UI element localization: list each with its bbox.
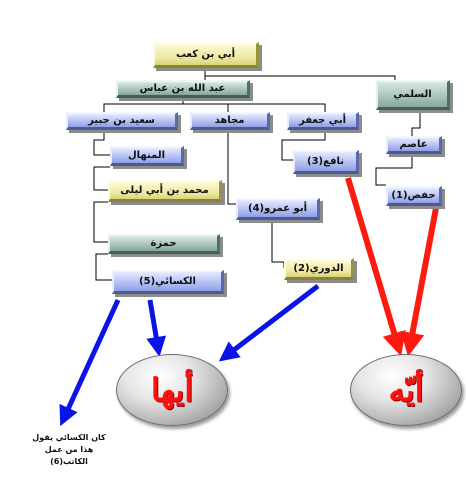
bubble-ayyuh: أيّه	[350, 354, 462, 426]
node-abu-jafar: أبي جعفر	[287, 112, 359, 130]
arrow-kisai-to-note	[59, 298, 121, 427]
node-ibn-abbas: عبد الله بن عباس	[116, 80, 250, 98]
node-ubayy: أبي بن كعب	[153, 42, 259, 68]
blue-arrows	[59, 284, 320, 427]
node-nafi: نافع(3)	[293, 150, 359, 174]
arrow-hafs-to-ayyuh	[400, 207, 439, 357]
node-abu-amr: أبو عمرو(4)	[236, 198, 320, 220]
red-arrows	[345, 177, 439, 357]
bubble-ayyuha: أيها	[116, 354, 228, 426]
node-minhal: المنهال	[110, 146, 184, 166]
node-ibn-abi-layla: محمد بن أبي ليلى	[108, 180, 222, 202]
arrow-duri-to-ayyuha	[218, 284, 320, 362]
node-mujahid: مجاهد	[190, 112, 270, 130]
kisai-note: كان الكسائي يقول هذا من عمل الكاتب(6)	[32, 433, 106, 466]
node-sulami: السلمي	[376, 80, 450, 110]
node-asim: عاصم	[386, 136, 442, 154]
arrow-nafi-to-ayyuh	[345, 177, 406, 357]
node-said: سعيد بن جبير	[66, 112, 178, 130]
node-kisai: الكسائي(5)	[112, 270, 224, 294]
node-hafs: حفص(1)	[386, 186, 442, 206]
node-duri: الدوري(2)	[284, 258, 354, 280]
tree-connectors	[93, 68, 421, 281]
arrow-kisai-to-ayyuha	[146, 299, 167, 357]
node-hamza: حمزة	[108, 234, 220, 254]
